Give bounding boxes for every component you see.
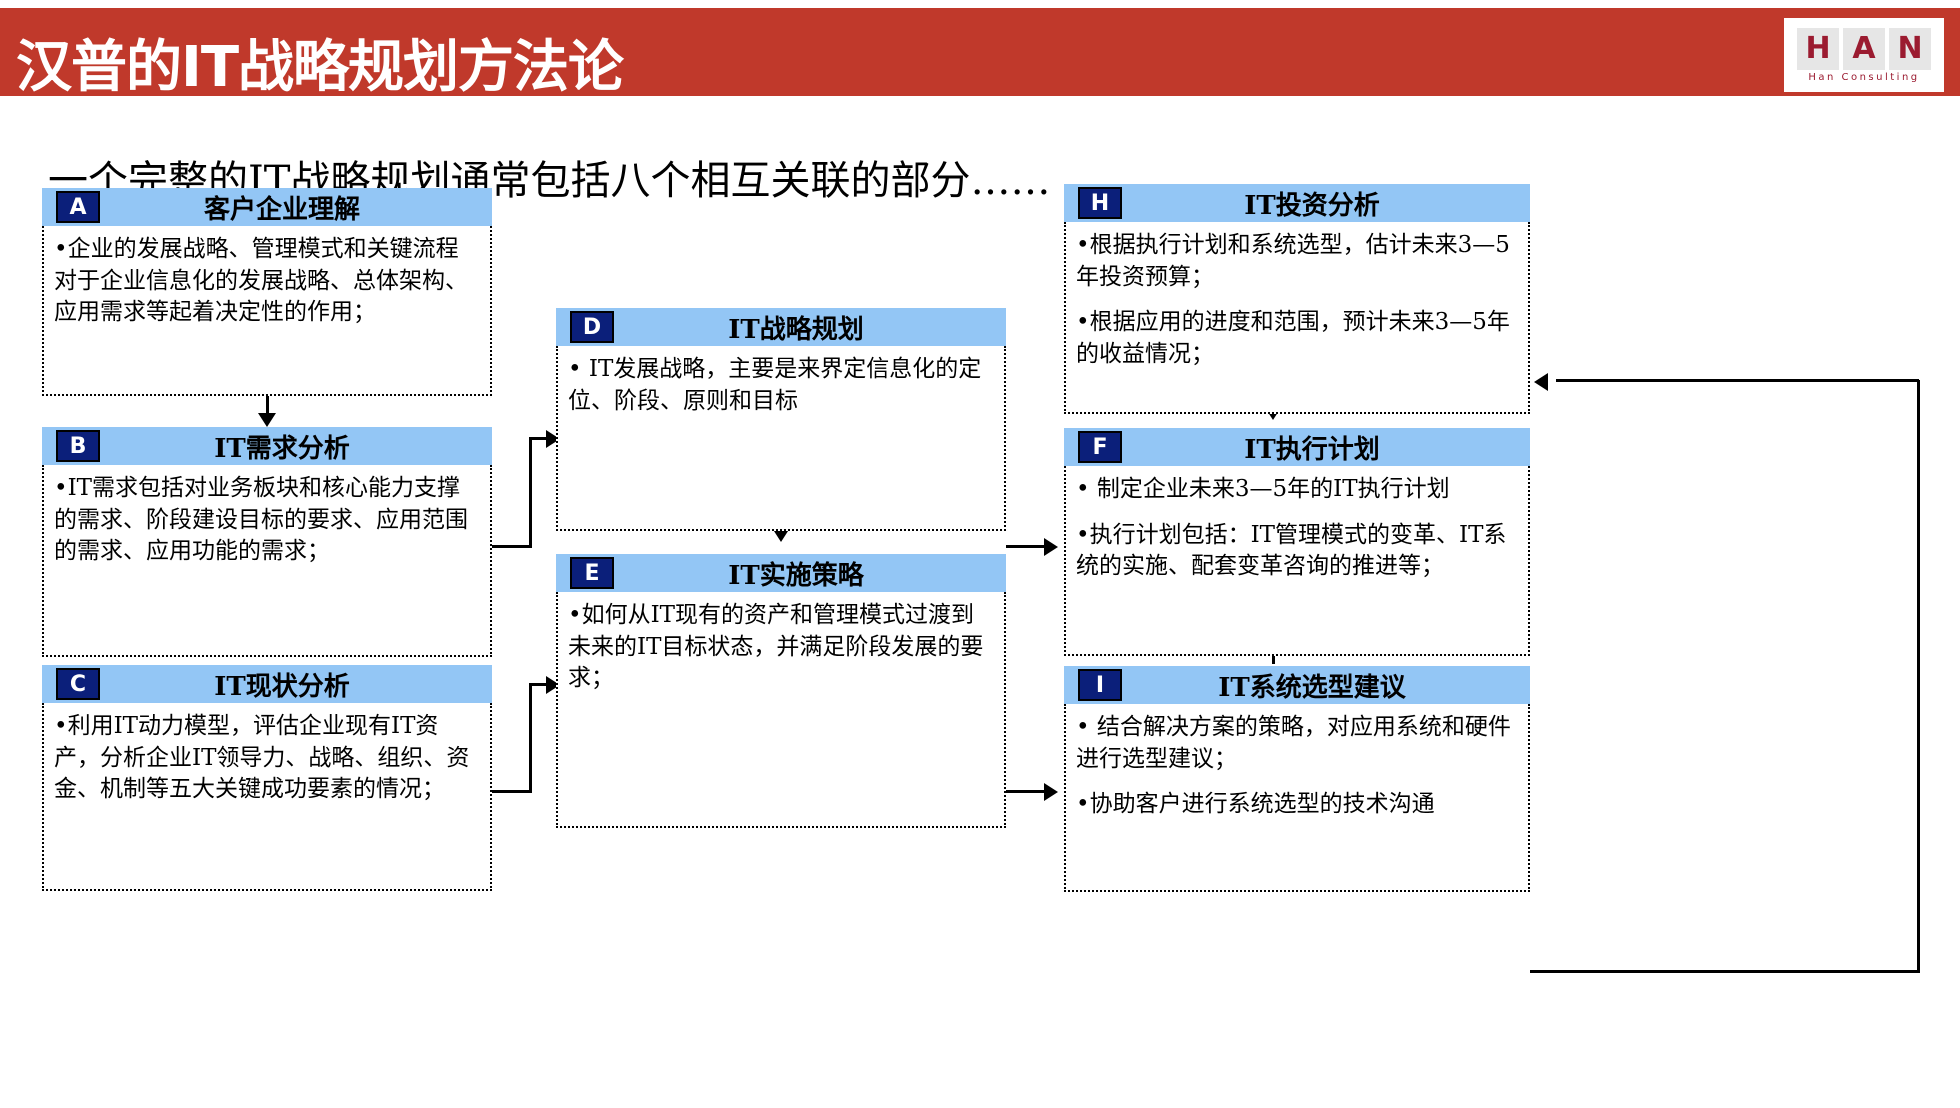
arrow-i-to-h <box>1534 373 1548 391</box>
arrow-d-to-e <box>772 528 790 542</box>
node-e-header: E IT实施策略 <box>556 554 1006 592</box>
node-e-title: IT实施策略 <box>728 560 864 591</box>
page-title: 汉普的IT战略规划方法论 <box>16 35 624 100</box>
node-f-header: F IT执行计划 <box>1064 428 1530 466</box>
node-a-header: A 客户企业理解 <box>42 188 492 226</box>
node-c-badge: C <box>56 668 100 700</box>
node-b-bullet-1: •IT需求包括对业务板块和核心能力支撑的需求、阶段建设目标的要求、应用范围的需求… <box>54 475 468 565</box>
node-f-it-execution-plan[interactable]: F IT执行计划 • 制定企业未来3—5年的IT执行计划 •执行计划包括：IT管… <box>1064 428 1530 656</box>
node-b-it-requirements[interactable]: B IT需求分析 •IT需求包括对业务板块和核心能力支撑的需求、阶段建设目标的要… <box>42 427 492 657</box>
node-d-it-strategy-planning[interactable]: D IT战略规划 • IT发展战略，主要是来界定信息化的定位、阶段、原则和目标 <box>556 308 1006 531</box>
node-e-bullet-1: •如何从IT现有的资产和管理模式过渡到未来的IT目标状态，并满足阶段发展的要求； <box>568 602 984 692</box>
node-f-title: IT执行计划 <box>1244 434 1380 465</box>
connector-i-to-h-v <box>1917 380 1920 972</box>
connector-c-to-e-h2 <box>529 683 551 686</box>
connector-i-to-h-h2 <box>1556 379 1919 382</box>
node-e-badge: E <box>570 557 614 589</box>
connector-c-to-e-v <box>529 684 532 792</box>
node-i-title: IT系统选型建议 <box>1218 672 1406 703</box>
node-h-bullet-2: •根据应用的进度和范围，预计未来3—5年的收益情况； <box>1076 309 1510 368</box>
connector-b-to-d-h2 <box>529 437 551 440</box>
node-h-bullet-1: •根据执行计划和系统选型，估计未来3—5年投资预算； <box>1076 232 1510 290</box>
node-f-badge: F <box>1078 431 1122 463</box>
node-h-badge: H <box>1078 187 1122 219</box>
node-c-title: IT现状分析 <box>214 671 350 702</box>
connector-e-to-i-h1 <box>1006 790 1046 793</box>
node-f-body: • 制定企业未来3—5年的IT执行计划 •执行计划包括：IT管理模式的变革、IT… <box>1064 466 1530 656</box>
han-consulting-logo: H A N Han Consulting <box>1784 18 1944 92</box>
connector-i-to-h-h1 <box>1530 970 1920 973</box>
connector-b-to-d-v <box>529 438 532 548</box>
node-a-customer-understanding[interactable]: A 客户企业理解 •企业的发展战略、管理模式和关键流程对于企业信息化的发展战略、… <box>42 188 492 396</box>
node-c-bullet-1: •利用IT动力模型，评估企业现有IT资产，分析企业IT领导力、战略、组织、资金、… <box>54 713 470 803</box>
node-h-it-investment-analysis[interactable]: H IT投资分析 •根据执行计划和系统选型，估计未来3—5年投资预算； •根据应… <box>1064 184 1530 414</box>
node-d-body: • IT发展战略，主要是来界定信息化的定位、阶段、原则和目标 <box>556 346 1006 531</box>
logo-letter-h: H <box>1797 27 1839 70</box>
node-a-title: 客户企业理解 <box>203 194 360 225</box>
node-c-header: C IT现状分析 <box>42 665 492 703</box>
node-b-body: •IT需求包括对业务板块和核心能力支撑的需求、阶段建设目标的要求、应用范围的需求… <box>42 465 492 657</box>
node-h-title: IT投资分析 <box>1244 190 1380 221</box>
node-i-it-system-selection-advice[interactable]: I IT系统选型建议 • 结合解决方案的策略，对应用系统和硬件进行选型建议； •… <box>1064 666 1530 892</box>
logo-subtitle: Han Consulting <box>1808 71 1920 83</box>
node-i-body: • 结合解决方案的策略，对应用系统和硬件进行选型建议； •协助客户进行系统选型的… <box>1064 704 1530 892</box>
connector-b-to-d-h1 <box>492 545 532 548</box>
node-d-title: IT战略规划 <box>728 314 864 345</box>
title-bar: 汉普的IT战略规划方法论 <box>0 8 1960 100</box>
node-b-header: B IT需求分析 <box>42 427 492 465</box>
arrow-a-to-b <box>258 413 276 427</box>
connector-a-to-b <box>266 391 269 417</box>
node-h-body: •根据执行计划和系统选型，估计未来3—5年投资预算； •根据应用的进度和范围，预… <box>1064 222 1530 414</box>
node-c-it-current-state[interactable]: C IT现状分析 •利用IT动力模型，评估企业现有IT资产，分析企业IT领导力、… <box>42 665 492 891</box>
node-b-title: IT需求分析 <box>214 433 350 464</box>
node-c-body: •利用IT动力模型，评估企业现有IT资产，分析企业IT领导力、战略、组织、资金、… <box>42 703 492 891</box>
node-h-header: H IT投资分析 <box>1064 184 1530 222</box>
node-a-bullet-1: •企业的发展战略、管理模式和关键流程对于企业信息化的发展战略、总体架构、应用需求… <box>54 236 468 326</box>
logo-letter-a: A <box>1843 27 1885 70</box>
node-i-bullet-1: • 结合解决方案的策略，对应用系统和硬件进行选型建议； <box>1076 714 1511 772</box>
node-d-bullet-1: • IT发展战略，主要是来界定信息化的定位、阶段、原则和目标 <box>568 356 982 414</box>
node-e-it-implementation-strategy[interactable]: E IT实施策略 •如何从IT现有的资产和管理模式过渡到未来的IT目标状态，并满… <box>556 554 1006 828</box>
node-a-badge: A <box>56 191 100 223</box>
node-f-bullet-2: •执行计划包括：IT管理模式的变革、IT系统的实施、配套变革咨询的推进等； <box>1076 521 1507 580</box>
node-d-badge: D <box>570 311 614 343</box>
arrow-e-to-i <box>1044 783 1058 801</box>
node-i-badge: I <box>1078 669 1122 701</box>
arrow-e-to-f <box>1044 538 1058 556</box>
node-e-body: •如何从IT现有的资产和管理模式过渡到未来的IT目标状态，并满足阶段发展的要求； <box>556 592 1006 828</box>
logo-letters: H A N <box>1797 27 1931 70</box>
connector-e-to-f-h1 <box>1006 545 1046 548</box>
connector-c-to-e-h1 <box>492 790 532 793</box>
node-b-badge: B <box>56 430 100 462</box>
logo-letter-n: N <box>1889 27 1931 70</box>
node-a-body: •企业的发展战略、管理模式和关键流程对于企业信息化的发展战略、总体架构、应用需求… <box>42 226 492 396</box>
node-i-header: I IT系统选型建议 <box>1064 666 1530 704</box>
node-f-bullet-1: • 制定企业未来3—5年的IT执行计划 <box>1076 476 1450 502</box>
node-i-bullet-2: •协助客户进行系统选型的技术沟通 <box>1076 791 1435 818</box>
node-d-header: D IT战略规划 <box>556 308 1006 346</box>
